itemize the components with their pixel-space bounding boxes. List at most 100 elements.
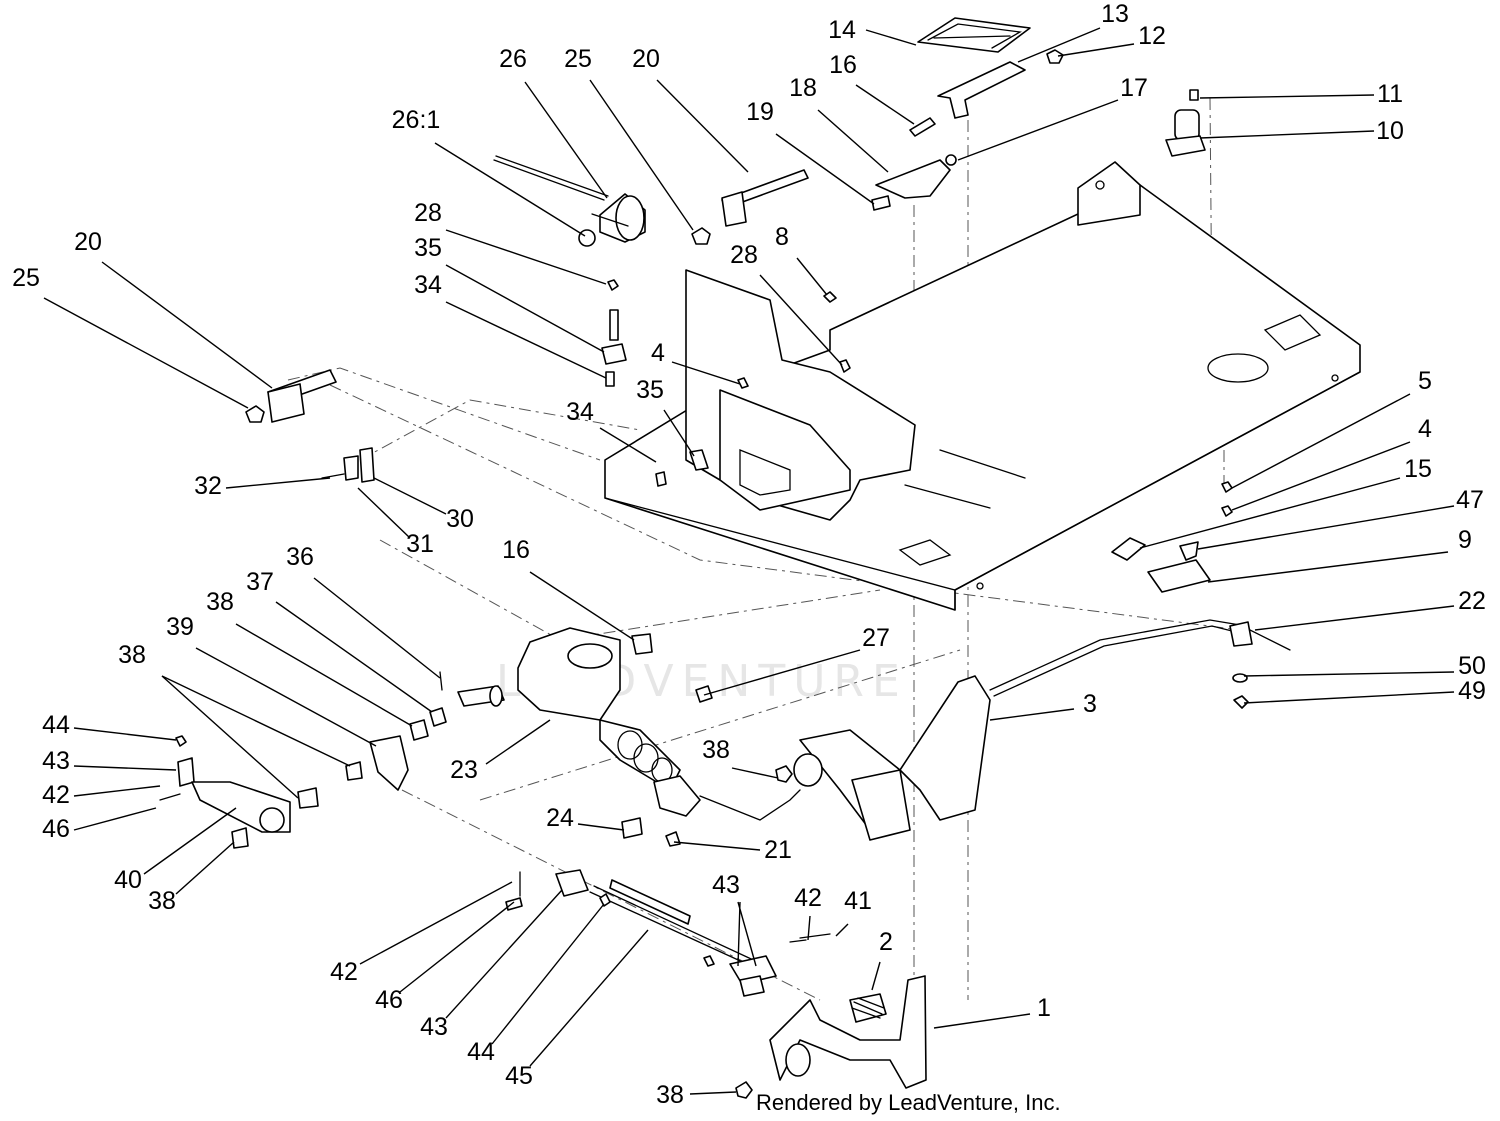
part-number-label: 21 xyxy=(764,836,792,864)
callout-c18: 18 xyxy=(789,74,889,173)
leader-line xyxy=(524,81,608,199)
part-number-label: 40 xyxy=(114,866,142,894)
leader-line xyxy=(445,889,563,1019)
part-number-label: 20 xyxy=(74,228,102,256)
part-number-label: 20 xyxy=(632,45,660,73)
leader-line xyxy=(1243,691,1455,704)
callout-c16a: 16 xyxy=(829,51,915,125)
part-number-label: 42 xyxy=(42,781,70,809)
part-number-label: 36 xyxy=(286,543,314,571)
part-number-label: 24 xyxy=(546,804,574,832)
leader-line xyxy=(599,427,657,463)
callout-c42a: 42 xyxy=(42,781,161,809)
callout-c14: 14 xyxy=(828,16,917,46)
callout-c16b: 16 xyxy=(502,536,635,641)
leader-line xyxy=(529,929,649,1067)
part-number-label: 34 xyxy=(566,398,594,426)
part-number-label: 2 xyxy=(879,928,893,956)
callout-c43b: 43 xyxy=(712,871,757,967)
leader-line xyxy=(871,961,881,991)
leader-line xyxy=(445,264,605,353)
leader-line xyxy=(989,708,1075,721)
leader-line xyxy=(1243,671,1455,677)
part-number-label: 35 xyxy=(414,234,442,262)
callout-c28b: 28 xyxy=(730,241,843,366)
part-number-label: 46 xyxy=(375,986,403,1014)
leader-line xyxy=(865,29,917,46)
part-number-label: 38 xyxy=(656,1081,684,1109)
callout-c4b: 4 xyxy=(1231,415,1432,511)
leader-line xyxy=(73,727,177,741)
part-number-label: 19 xyxy=(746,98,774,126)
leader-line xyxy=(373,477,447,515)
part-number-label: 38 xyxy=(206,588,234,616)
part-number-label: 16 xyxy=(829,51,857,79)
leader-line xyxy=(957,99,1119,161)
callout-c26: 26 xyxy=(499,45,608,199)
leader-line-branch xyxy=(161,675,299,799)
clip-hardware xyxy=(321,447,375,483)
callout-c5: 5 xyxy=(1231,367,1432,489)
callout-c20b: 20 xyxy=(74,228,273,389)
callout-c28a: 28 xyxy=(414,199,607,285)
leader-line xyxy=(759,274,843,366)
leader-line xyxy=(235,623,413,727)
part-number-label: 35 xyxy=(636,376,664,404)
part-number-label: 15 xyxy=(1404,455,1432,483)
leader-line xyxy=(1231,393,1411,489)
callout-c15: 15 xyxy=(1139,455,1432,549)
lever-arm xyxy=(775,675,991,841)
part-number-label: 4 xyxy=(651,339,665,367)
callout-c19: 19 xyxy=(746,98,875,205)
callout-c3: 3 xyxy=(989,690,1097,721)
callout-c42c: 42 xyxy=(330,881,513,986)
leader-line xyxy=(703,649,861,696)
callout-c46b: 46 xyxy=(375,901,515,1014)
part-number-label: 31 xyxy=(406,530,434,558)
leader-line-branch xyxy=(737,901,741,967)
part-number-label: 49 xyxy=(1458,677,1486,705)
callout-c22: 22 xyxy=(1254,587,1486,631)
leader-line xyxy=(807,915,811,941)
part-number-label: 38 xyxy=(148,887,176,915)
leader-line xyxy=(589,79,694,231)
callout-c49: 49 xyxy=(1243,677,1486,705)
callout-c2: 2 xyxy=(871,928,893,991)
leader-line xyxy=(445,229,607,285)
leader-line xyxy=(737,901,757,967)
leader-line xyxy=(1231,441,1411,511)
render-credit: Rendered by LeadVenture, Inc. xyxy=(756,1090,1061,1115)
pivot-shaft-left xyxy=(245,369,337,423)
part-number-label: 25 xyxy=(564,45,592,73)
callout-c31: 31 xyxy=(357,487,434,558)
part-number-label: 18 xyxy=(789,74,817,102)
part-number-label: 30 xyxy=(446,505,474,533)
linkage-left xyxy=(159,671,505,849)
callout-c25b: 25 xyxy=(12,264,249,409)
callout-c47: 47 xyxy=(1197,486,1484,550)
part-number-label: 26 xyxy=(499,45,527,73)
part-number-label: 10 xyxy=(1376,117,1404,145)
leader-line xyxy=(491,903,605,1045)
part-number-label: 34 xyxy=(414,271,442,299)
part-number-label: 28 xyxy=(414,199,442,227)
part-number-label: 14 xyxy=(828,16,856,44)
leader-line xyxy=(175,841,235,895)
callout-c23: 23 xyxy=(450,719,551,784)
leader-line xyxy=(43,297,249,409)
callout-c38a: 38 xyxy=(206,588,413,727)
callout-c38d: 38 xyxy=(148,841,235,915)
callout-c34b: 34 xyxy=(566,398,657,463)
leader-line xyxy=(1017,27,1101,63)
leader-line xyxy=(1139,477,1401,549)
leader-line xyxy=(855,84,915,125)
leader-line xyxy=(835,923,849,937)
part-number-label: 47 xyxy=(1456,486,1484,514)
callout-c24: 24 xyxy=(546,804,625,832)
part-number-label: 12 xyxy=(1138,22,1166,50)
leader-line xyxy=(399,901,515,993)
leader-line xyxy=(933,1013,1031,1029)
leader-line xyxy=(73,807,157,831)
leader-line xyxy=(671,361,741,385)
